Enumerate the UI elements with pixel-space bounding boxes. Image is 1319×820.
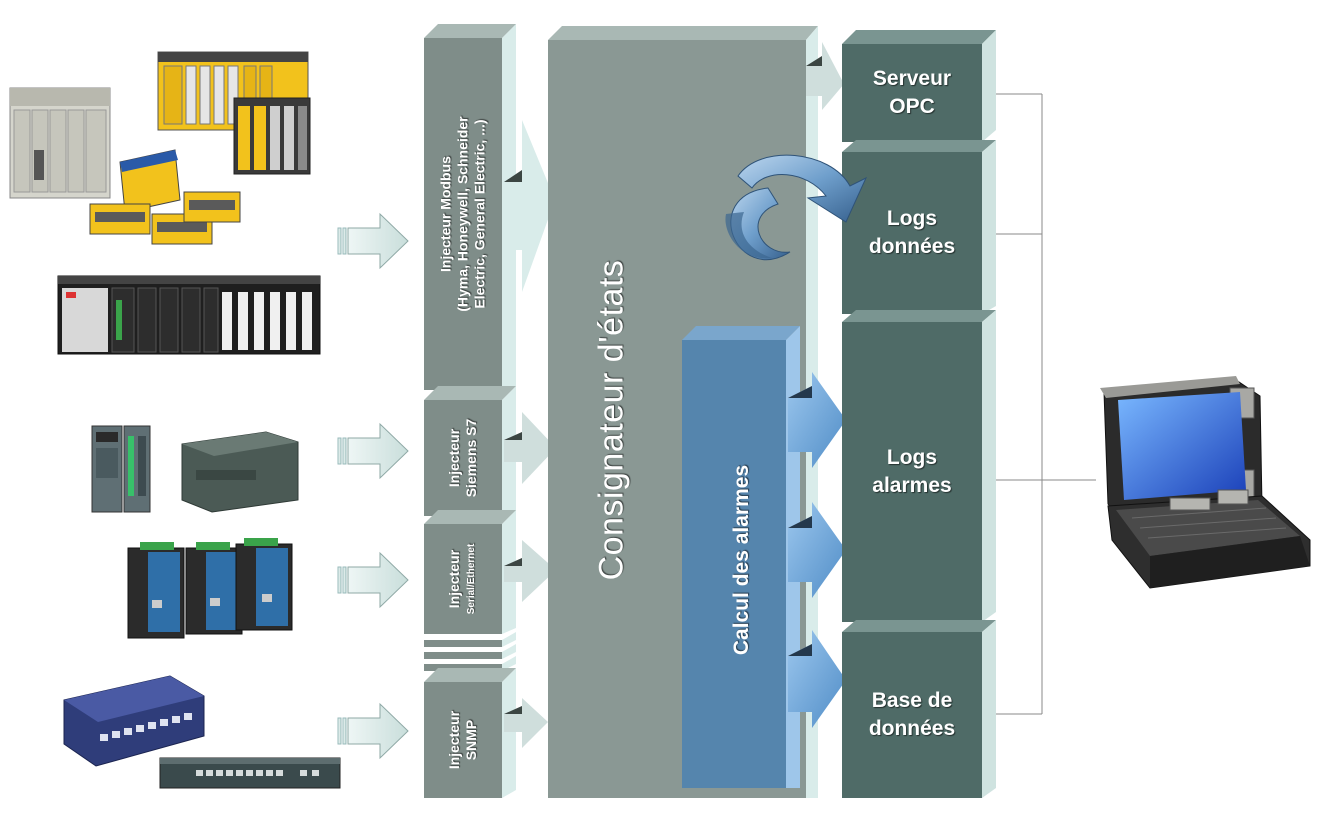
- modbus-injector-label: Injecteur Modbus (Hyma, Honeywell, Schne…: [438, 116, 489, 311]
- plc-modules-icon: [9, 51, 311, 245]
- serial-ethernet-gateway-icon: [127, 538, 293, 639]
- network-switch-icon: [63, 675, 341, 789]
- logger-to-opc-arrow-shadow: [806, 56, 822, 66]
- alarm-block: [682, 326, 800, 788]
- opc-server-label: Serveur OPC: [842, 44, 982, 142]
- input-arrow-serial: [337, 551, 409, 609]
- logs-data-line2: données: [868, 235, 956, 258]
- injector-to-logger-arrows: [504, 120, 556, 748]
- snmp-injector-title: Injecteur: [446, 710, 462, 770]
- laptop-icon: [1100, 376, 1311, 589]
- modbus-injector-detail-1: (Hyma, Honeywell, Schneider: [454, 116, 471, 312]
- opc-server-line1: Serveur: [872, 67, 952, 90]
- s7-injector-title: Injecteur: [446, 428, 462, 488]
- logger-label: Consignateur d'états: [592, 259, 631, 581]
- logs-alarms-line2: alarmes: [872, 474, 952, 497]
- input-arrow-s7: [337, 422, 409, 480]
- refresh-cycle-icon: [725, 154, 868, 260]
- snmp-injector-detail: SNMP: [463, 719, 479, 761]
- plc-rack-icon: [57, 275, 321, 355]
- snmp-injector-label: Injecteur SNMP: [446, 711, 480, 769]
- siemens-s7-plc-icon: [91, 425, 299, 513]
- database-label: Base de données: [842, 632, 982, 798]
- logger-to-opc-arrow: [806, 42, 844, 110]
- alarm-to-output-arrows: [788, 372, 846, 728]
- modbus-injector-detail-2: Electric, General Electric, ...): [471, 119, 488, 309]
- database-line1: Base de: [871, 689, 953, 712]
- input-arrow-snmp: [337, 702, 409, 760]
- s7-injector-detail: Siemens S7: [463, 418, 479, 498]
- serial-injector-detail: Serial/Ethernet: [466, 543, 477, 615]
- logs-alarms-line1: Logs: [886, 446, 938, 469]
- database-line2: données: [868, 717, 956, 740]
- serial-injector-label: Injecteur Serial/Ethernet: [446, 544, 480, 615]
- connection-lines: [996, 93, 1096, 715]
- output-boxes: [842, 30, 996, 798]
- logs-data-line1: Logs: [886, 207, 938, 230]
- opc-server-line2: OPC: [889, 95, 935, 118]
- serial-injector-title: Injecteur: [446, 549, 462, 609]
- logs-data-label: Logs données: [842, 152, 982, 314]
- s7-injector-label: Injecteur Siemens S7: [446, 419, 480, 498]
- input-arrow-modbus: [337, 212, 409, 270]
- modbus-injector-title: Injecteur Modbus: [437, 156, 454, 272]
- alarm-calc-label: Calcul des alarmes: [730, 464, 753, 656]
- logs-alarms-label: Logs alarmes: [842, 322, 982, 622]
